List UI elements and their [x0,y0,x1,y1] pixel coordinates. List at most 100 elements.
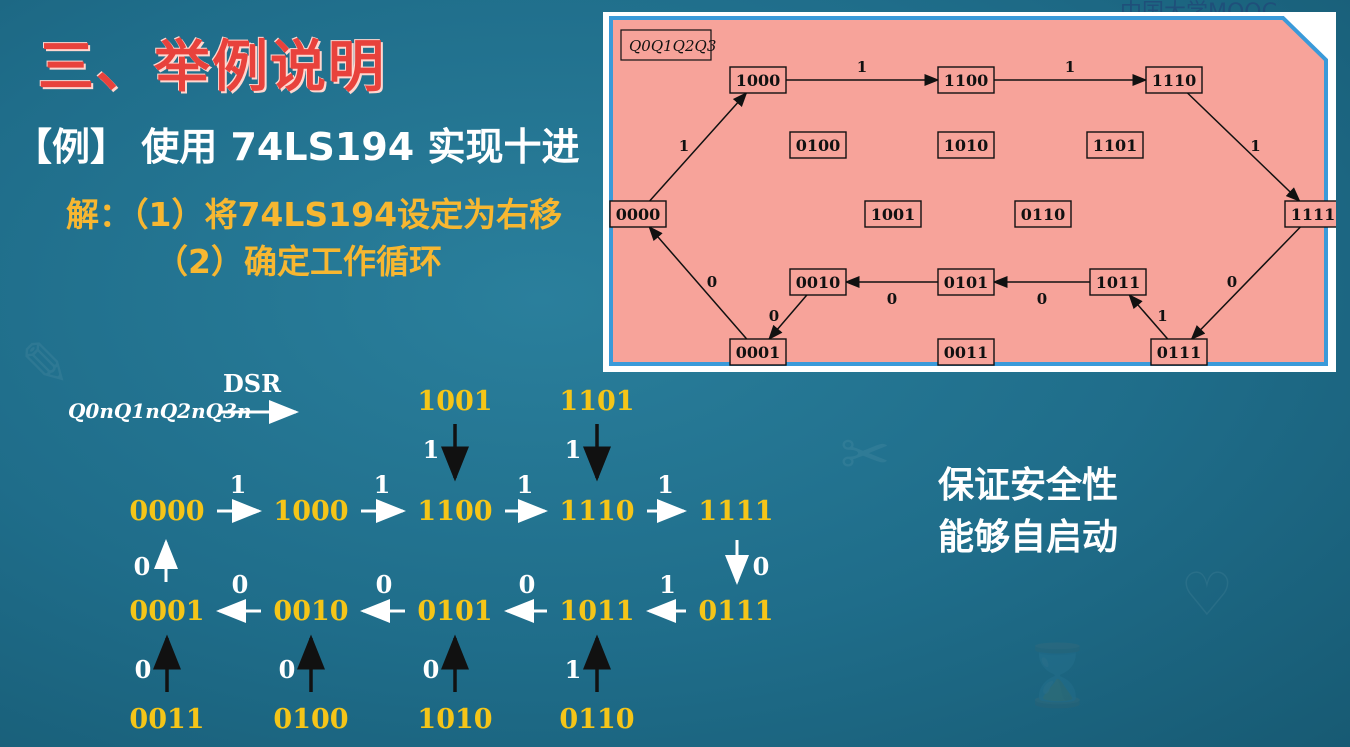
mid-row-state: 0111 [698,596,773,627]
state-box [789,131,847,159]
state-box [1145,66,1203,94]
example-title: 【例】 使用 74LS194 实现十进 [14,125,580,169]
dsr-label: DSR [223,369,282,398]
feed-bottom-input: 0 [423,655,440,684]
mid-row-state: 0010 [273,596,348,627]
state-box [937,338,995,366]
top-row-input: 1 [374,470,391,499]
state-label: 0111 [1157,343,1202,362]
top-row-input: 1 [517,470,534,499]
state-label: 1010 [944,136,989,155]
top-row-state: 1100 [417,496,492,527]
diagram-header: Q0Q1Q2Q3 [620,29,716,61]
top-row-state: 0000 [129,496,204,527]
state-node: 0100 [789,131,847,159]
feed-bottom-state: 0100 [273,704,348,735]
feed-bottom-state: 0011 [129,704,204,735]
mid-row-input: 0 [232,570,249,599]
transition-arrow [1128,293,1169,340]
state-label: 0110 [1021,205,1066,224]
state-node: 1111 [1284,200,1336,228]
state-label: 1001 [871,205,916,224]
state-node: 0101 [937,268,995,296]
state-node: 1001 [864,200,922,228]
state-box [864,200,922,228]
state-node: 0111 [1150,338,1208,366]
feed-bottom-state: 1010 [417,704,492,735]
transition-input-label: 0 [1037,290,1047,308]
transition-arrow [648,225,748,340]
state-box [937,66,995,94]
state-node: 1100 [937,66,995,94]
transition-input-label: 0 [707,273,717,291]
transition-input-label: 0 [1227,273,1237,291]
note-safety: 保证安全性 [938,465,1119,506]
state-node: 0010 [789,268,847,296]
top-row-state: 1110 [559,496,634,527]
transition-input-label: 1 [1250,137,1260,155]
state-box [609,200,667,228]
diagram-header-box [620,29,712,61]
feed-top-input: 1 [565,435,582,464]
state-node: 1000 [729,66,787,94]
solution-step-2: （2）确定工作循环 [155,242,442,281]
left-input: 0 [134,552,151,581]
state-box [1284,200,1336,228]
state-box [937,268,995,296]
state-box [729,66,787,94]
state-node: 1101 [1086,131,1144,159]
background-doodle: ✎ [20,330,71,400]
transition-input-label: 1 [857,58,867,76]
state-label: 0100 [796,136,841,155]
solution-step-1: 解：（1）将74LS194设定为右移 [66,195,563,234]
feed-bottom-input: 0 [135,655,152,684]
state-label: 0000 [616,205,661,224]
state-box [1086,131,1144,159]
state-box [1014,200,1072,228]
state-box [937,131,995,159]
mid-row-input: 1 [659,570,676,599]
background-doodle: ✂ [840,420,891,490]
mid-row-state: 0101 [417,596,492,627]
state-node: 1010 [937,131,995,159]
feed-bottom-state: 0110 [559,704,634,735]
state-label: 0010 [796,273,841,292]
state-box [1089,268,1147,296]
state-box [1150,338,1208,366]
state-label: 1110 [1152,71,1197,90]
state-node: 0001 [729,338,787,366]
transition-input-label: 1 [679,137,689,155]
transition-input-label: 0 [769,307,779,325]
slide-toolbar[interactable] [0,729,140,747]
state-box [729,338,787,366]
state-node: 0011 [937,338,995,366]
state-label: 0101 [944,273,989,292]
state-node: 1011 [1089,268,1147,296]
feed-top-state: 1001 [417,386,492,417]
transition-arrow [1190,226,1301,341]
background-doodle: ♡ [1180,560,1234,630]
state-label: 1101 [1093,136,1138,155]
section-heading: 三、举例说明 [38,35,386,100]
mid-row-state: 1011 [559,596,634,627]
top-row-input: 1 [230,470,247,499]
state-node: 0110 [1014,200,1072,228]
state-label: 1011 [1096,273,1141,292]
state-label: 0001 [736,343,781,362]
top-row-input: 1 [657,470,674,499]
transition-input-label: 1 [1157,307,1167,325]
diagram-header-label: Q0Q1Q2Q3 [629,37,716,55]
transition-input-label: 1 [1065,58,1075,76]
mid-row-input: 0 [519,570,536,599]
top-row-state: 1000 [273,496,348,527]
state-label: 1000 [736,71,781,90]
state-label: 1111 [1291,205,1336,224]
feed-bottom-input: 0 [279,655,296,684]
transition-arrow [768,294,808,341]
state-node: 1110 [1145,66,1203,94]
top-row-state: 1111 [698,496,773,527]
mid-row-input: 0 [376,570,393,599]
state-node: 0000 [609,200,667,228]
